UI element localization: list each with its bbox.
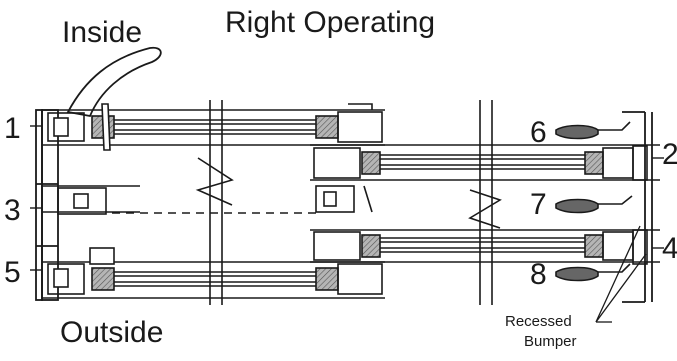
callout-5: 5: [4, 256, 21, 289]
handle: [66, 46, 162, 118]
pull-7: [555, 195, 633, 214]
title-label: Right Operating: [225, 6, 436, 39]
callout-2: 2: [662, 138, 677, 171]
pull-8: [555, 263, 631, 282]
cut-lines: [195, 100, 502, 305]
panel-row-1: [42, 103, 385, 151]
bumper-label: Bumper: [524, 333, 577, 350]
panel-row-2: [310, 144, 660, 181]
callout-4: 4: [662, 232, 677, 265]
recessed-bumper-leaders: [595, 225, 647, 323]
inside-label: Inside: [62, 16, 143, 49]
outside-label: Outside: [60, 316, 164, 349]
callout-1: 1: [4, 112, 21, 145]
panel-row-3: [42, 185, 373, 215]
number-leaders: [30, 125, 664, 271]
panel-row-5: [42, 247, 385, 299]
callout-8: 8: [530, 258, 547, 291]
callout-7: 7: [530, 188, 547, 221]
recessed-label: Recessed: [505, 313, 572, 330]
callout-3: 3: [4, 194, 21, 227]
pull-6: [555, 121, 631, 140]
panel-row-4: [310, 229, 660, 265]
callout-6: 6: [530, 116, 547, 149]
right-frame: [622, 111, 653, 303]
